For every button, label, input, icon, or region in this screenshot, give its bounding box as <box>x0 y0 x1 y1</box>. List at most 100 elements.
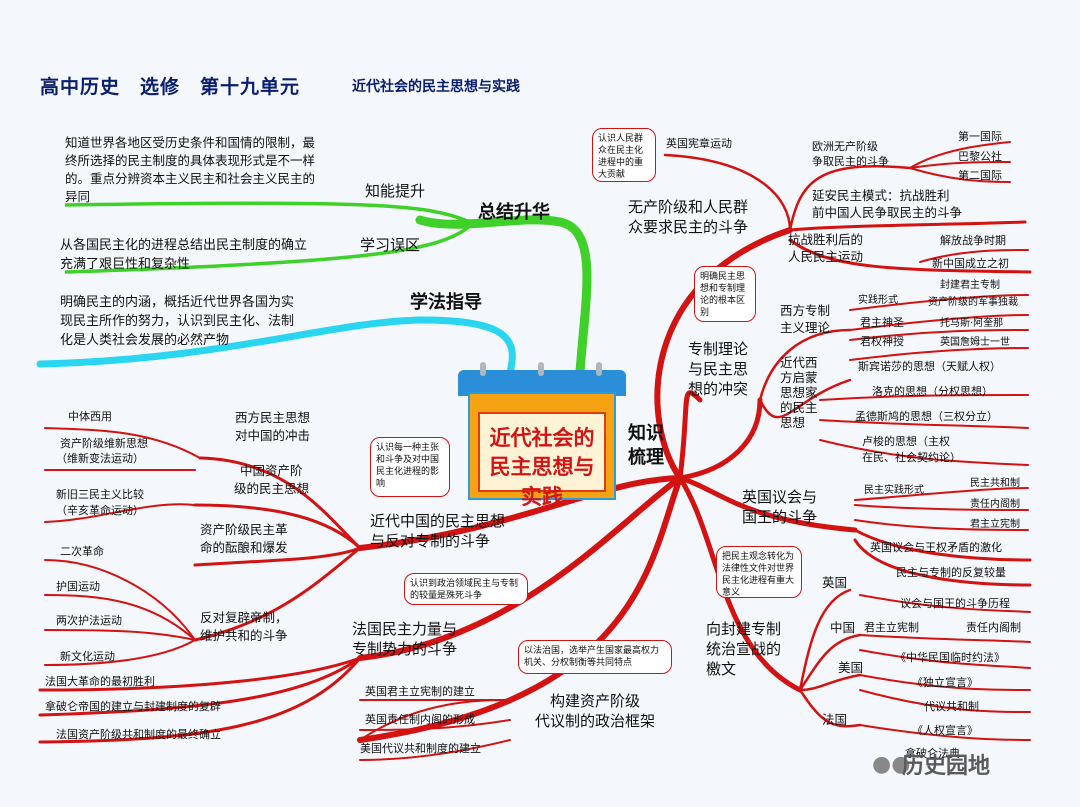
center-label: 近代社会的民主思想与实践 <box>489 426 595 509</box>
label-postwar-1: 抗战胜利后的 <box>788 232 864 247</box>
label-eu-2: 争取民主的斗争 <box>812 155 889 168</box>
label-practice: 实践形式 <box>858 295 898 306</box>
label-prol-1: 无产阶级和人民群 <box>628 198 749 216</box>
green-zhineng <box>64 201 471 224</box>
label-c3-2: 命的酝酿和爆发 <box>200 540 288 555</box>
leaf-junquan: 英国詹姆士一世 <box>940 337 1010 348</box>
note-wuqu: 从各国民主化的进程总结出民主制度的确立充满了艰巨性和复杂性 <box>60 238 308 272</box>
leaf-practice-0: 封建君主专制 <box>940 280 1000 291</box>
wechat-icon: ●● <box>872 752 911 777</box>
note-bubble-people: 认识人民群众在民主化进程中的重大贡献 <box>592 128 656 182</box>
label-decl-1: 向封建专制 <box>706 620 782 638</box>
label-c4-2: 维护共和的斗争 <box>200 628 288 643</box>
label-china-1: 近代中国的民主思想 <box>370 512 506 530</box>
watermark-logo: 历史园地 <box>902 754 991 779</box>
leaf-fr-2: 拿破仑法典 <box>905 747 960 760</box>
leaf-us-2: 代议共和制 <box>924 700 979 713</box>
leaf-demo-1: 责任内阁制 <box>970 499 1020 510</box>
leaf-demo-0: 民主共和制 <box>970 478 1020 489</box>
leaf-fr-1: 《人权宣言》 <box>912 724 978 737</box>
leaf-rousseau-2: 在民、社会契约论） <box>862 451 961 464</box>
label-enl-3: 思想家 <box>780 385 818 400</box>
branch-zhishi: 知识梳理 <box>628 423 664 469</box>
leaf-postwar-1: 新中国成立之初 <box>932 257 1009 270</box>
leaf-c4-0: 二次革命 <box>60 545 104 558</box>
label-conflict-3: 想的冲突 <box>688 380 749 398</box>
leaf-c4-1: 护国运动 <box>56 580 100 593</box>
leaf-cn-2: 责任内阁制 <box>966 621 1021 634</box>
cyan-branch <box>36 316 516 376</box>
leaf-sanmin-2: （辛亥革命运动） <box>56 504 144 517</box>
leaf-enl-1: 洛克的思想（分权思想） <box>872 385 993 398</box>
leaf-practice-1: 资产阶级的军事独裁 <box>928 297 1018 308</box>
country-fr: 法国 <box>822 712 848 727</box>
page-subtitle: 近代社会的民主思想与实践 <box>352 79 520 95</box>
label-c1-1: 西方民主思想 <box>235 410 311 425</box>
note-zhineng: 知道世界各地区受历史条件和国情的限制，最终所选择的民主制度的具体表现形式是不一样… <box>65 135 316 205</box>
leaf-cn-1: 君主立宪制 <box>864 621 919 634</box>
note-xuefa: 明确民主的内涵，概括近代世界各国为实现民主所作的努力，认识到民主化、法制化是人类… <box>60 295 295 348</box>
green-wuqu <box>64 224 472 274</box>
leaf-parl-0: 英国议会与王权矛盾的激化 <box>870 541 1002 554</box>
leaf-frame-2: 美国代议共和制度的建立 <box>360 742 481 755</box>
label-enl-4: 的民主 <box>780 400 818 415</box>
label-c2-1: 中国资产阶 <box>240 463 303 478</box>
note-bubble-france: 认识到政治领域民主与专制的较量是殊死斗争 <box>404 573 528 605</box>
label-demo-practice: 民主实践形式 <box>864 485 924 496</box>
leaf-parl-1: 民主与专制的反复较量 <box>896 566 1006 579</box>
branch-xuefa: 学法指导 <box>410 292 482 313</box>
country-cn: 中国 <box>830 620 856 635</box>
leaf-france-0: 法国大革命的最初胜利 <box>45 675 155 688</box>
leaf-junzhu: 托马斯·阿奎那 <box>940 318 1004 329</box>
label-c1-2: 对中国的冲击 <box>235 428 311 443</box>
label-prol-2: 众要求民主的斗争 <box>628 218 749 236</box>
leaf-france-1: 拿破仑帝国的建立与封建制度的复辟 <box>45 700 221 713</box>
label-china-2: 与反对专制的斗争 <box>370 532 491 550</box>
leaf-c4-2: 两次护法运动 <box>56 614 122 627</box>
leaf-sanmin-1: 新旧三民主义比较 <box>56 488 144 501</box>
country-uk: 英国 <box>822 575 848 590</box>
label-zhineng: 知能提升 <box>365 182 426 200</box>
leaf-frame-1: 英国责任制内阁的形成 <box>365 713 475 726</box>
country-us: 美国 <box>838 660 864 675</box>
leaf-cn-3: 《中华民国临时约法》 <box>895 651 1005 664</box>
label-west-2: 主义理论 <box>780 320 831 335</box>
label-france-1: 法国民主力量与 <box>352 620 458 638</box>
label-enl-2: 方启蒙 <box>780 370 818 385</box>
label-decl-3: 檄文 <box>706 660 737 678</box>
label-conflict-2: 与民主思 <box>688 360 749 378</box>
label-wuqu: 学习误区 <box>360 236 421 254</box>
leaf-weixin-2: （维新变法运动） <box>56 452 144 465</box>
label-enl-1: 近代西 <box>780 355 818 370</box>
green-trunk <box>415 215 592 377</box>
leaf-rousseau-1: 卢梭的思想（主权 <box>862 435 950 448</box>
label-yanan-1: 延安民主模式：抗战胜利 <box>812 188 950 203</box>
leaf-enl-0: 斯宾诺莎的思想（天赋人权） <box>858 360 1001 373</box>
leaf-chartism: 英国宪章运动 <box>666 137 732 150</box>
note-bubble-china: 认识每一种主张和斗争及对中国民主化进程的影响 <box>370 437 450 497</box>
label-c3-1: 资产阶级民主革 <box>200 522 288 537</box>
label-conflict-1: 专制理论 <box>688 340 749 358</box>
label-west-1: 西方专制 <box>780 303 831 318</box>
note-bubble-frame: 以法治国，选举产生国家最高权力机关、分权制衡等共同特点 <box>518 640 672 674</box>
leaf-france-2: 法国资产阶级共和制度的最终确立 <box>56 728 221 741</box>
center-node: 近代社会的民主思想与实践 <box>468 392 616 509</box>
label-decl-2: 统治宣战的 <box>706 640 782 658</box>
label-c4-1: 反对复辟帝制， <box>200 610 288 625</box>
label-yanan-2: 前中国人民争取民主的斗争 <box>812 205 963 220</box>
leaf-us-1: 《独立宣言》 <box>912 676 978 689</box>
leaf-c4-3: 新文化运动 <box>60 650 115 663</box>
leaf-eu-1: 巴黎公社 <box>958 150 1002 163</box>
label-france-2: 专制势力的斗争 <box>352 640 458 658</box>
leaf-enl-2: 孟德斯鸠的思想（三权分立） <box>855 410 998 423</box>
leaf-postwar-0: 解放战争时期 <box>940 234 1006 247</box>
label-enl-5: 思想 <box>780 415 806 430</box>
label-parl-1: 英国议会与 <box>742 488 818 506</box>
label-eu-1: 欧洲无产阶级 <box>812 140 878 153</box>
branch-zongjie: 总结升华 <box>478 202 550 223</box>
center-calendar-top <box>458 362 626 396</box>
label-parl-2: 国王的斗争 <box>742 508 818 526</box>
leaf-demo-2: 君主立宪制 <box>970 519 1020 530</box>
